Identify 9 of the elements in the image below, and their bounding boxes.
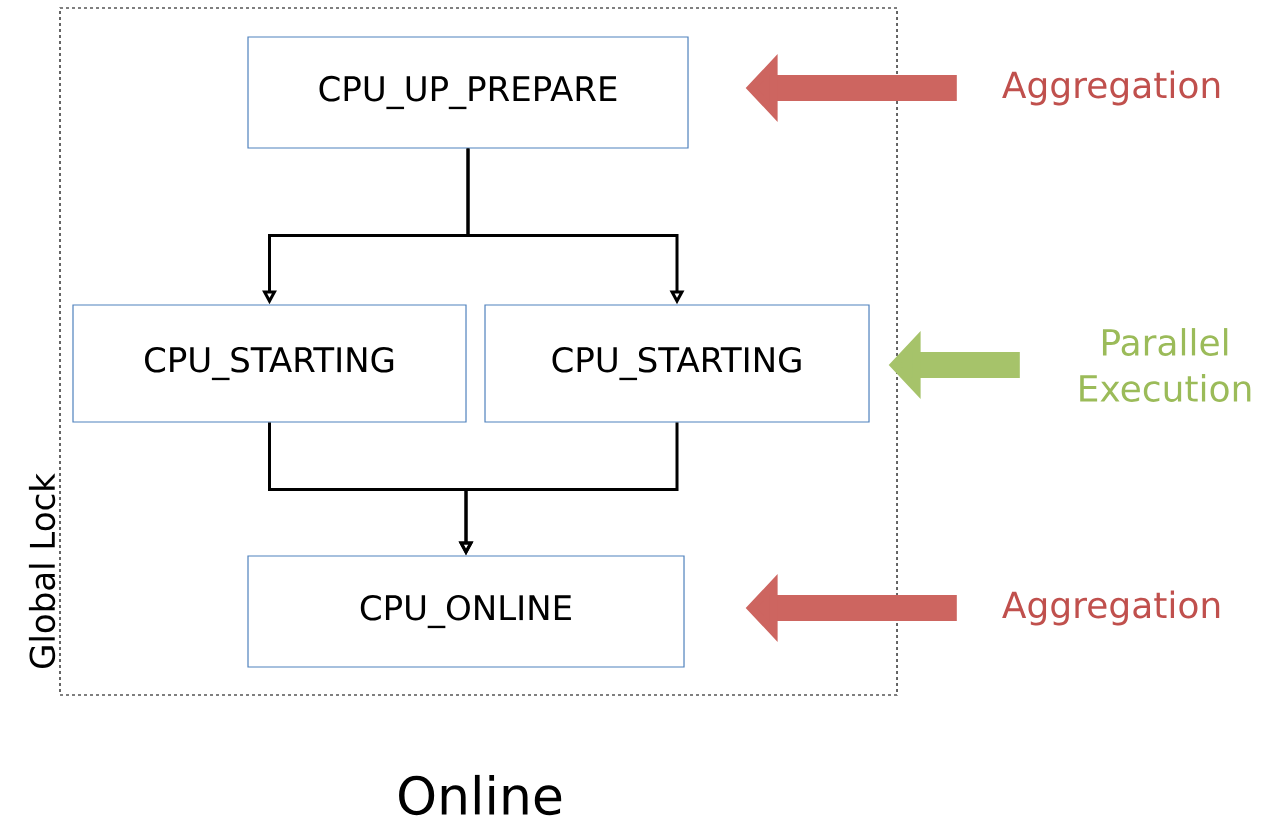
side-note: Parallel Execution: [1080, 328, 1251, 402]
state-box: CPU_STARTING: [484, 304, 870, 423]
side-note: Aggregation: [1002, 70, 1220, 106]
frame-label: Global Lock: [28, 473, 56, 668]
side-note: Aggregation: [1002, 590, 1220, 626]
state-box: CPU_ONLINE: [247, 555, 685, 668]
state-box: CPU_STARTING: [72, 304, 467, 423]
state-box: CPU_UP_PREPARE: [247, 36, 689, 149]
caption: Online: [399, 774, 562, 816]
